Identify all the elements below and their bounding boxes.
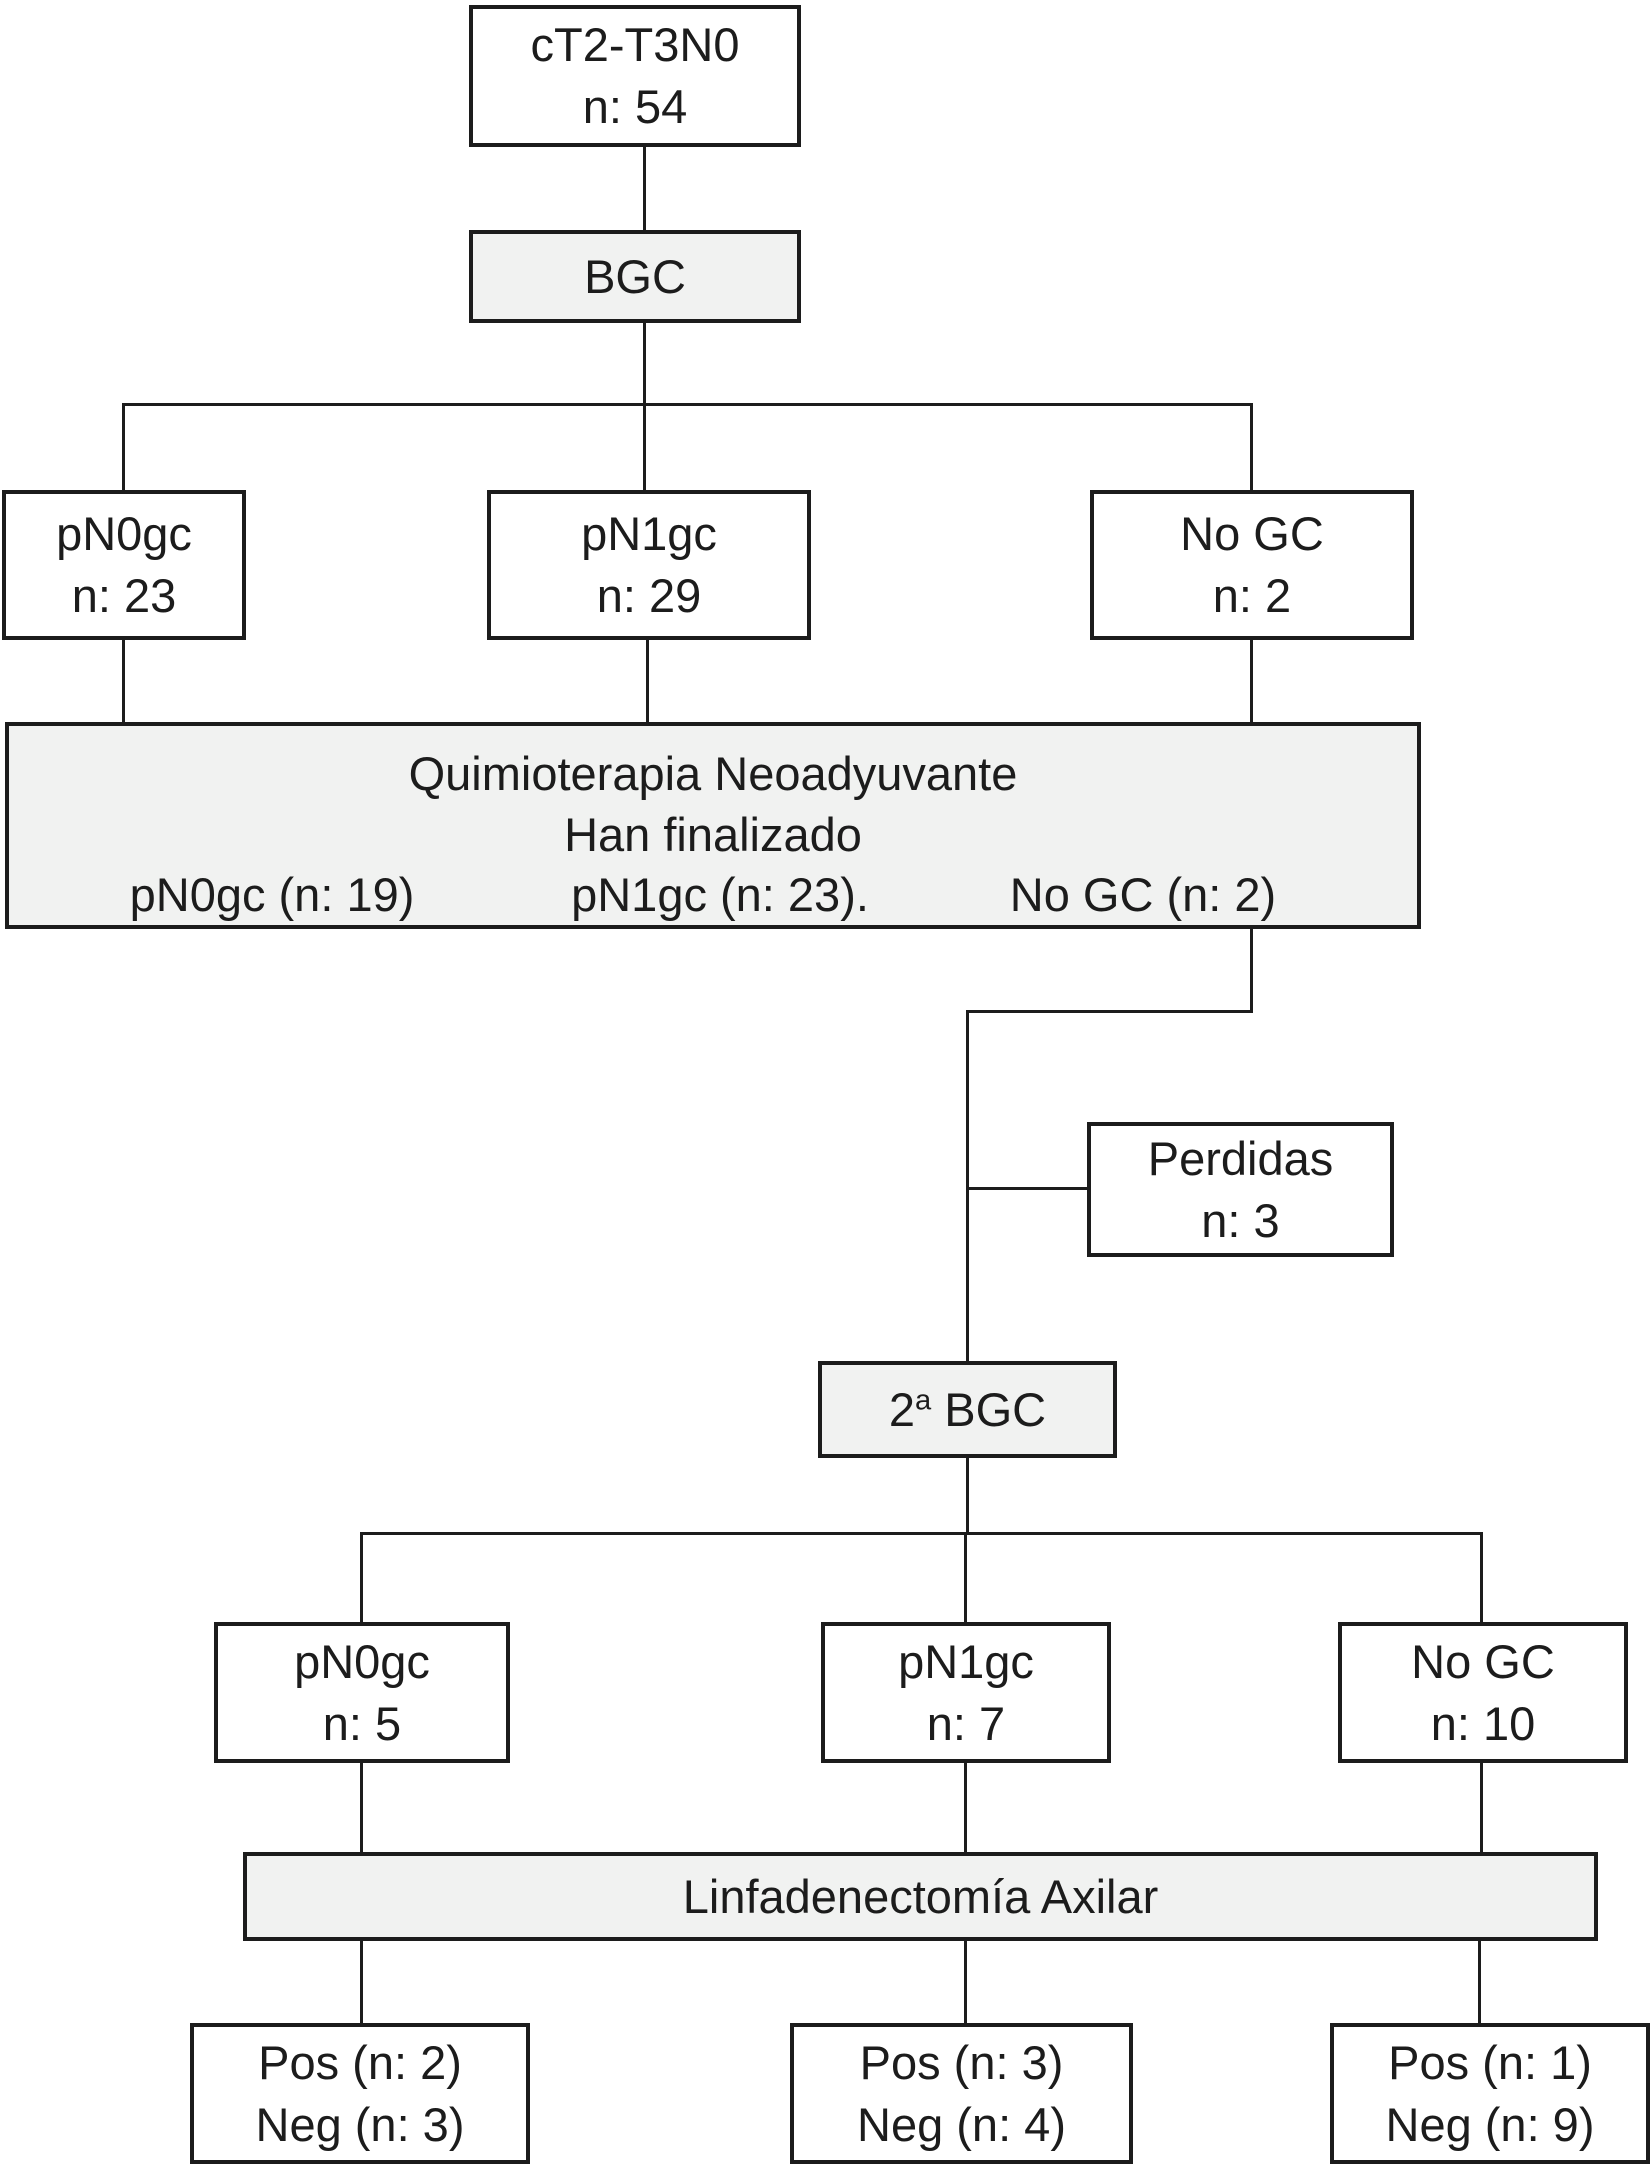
connector: [646, 639, 649, 722]
connector: [966, 1010, 1253, 1013]
result-pos: Pos (n: 1): [1388, 2035, 1592, 2089]
result-neg: Neg (n: 9): [1385, 2097, 1595, 2151]
node-count: n: 3: [1201, 1193, 1280, 1247]
node-count: n: 7: [926, 1696, 1006, 1750]
node-label: pN0gc: [294, 1634, 430, 1688]
connector: [964, 1762, 967, 1852]
connector: [964, 1940, 967, 2023]
node-label: cT2-T3N0: [530, 18, 740, 71]
chemo-item-pn1gc: pN1gc (n: 23).: [571, 868, 869, 921]
node-tier2-nogc: No GC n: 10: [1338, 1622, 1628, 1763]
connector: [1480, 1762, 1483, 1852]
node-result-pn1gc: Pos (n: 3) Neg (n: 4): [790, 2023, 1133, 2164]
node-label: pN1gc: [898, 1634, 1034, 1688]
connector: [966, 1010, 969, 1361]
chemo-subtitle: Han finalizado: [564, 808, 862, 861]
result-pos: Pos (n: 3): [859, 2035, 1064, 2089]
connector: [122, 639, 125, 722]
node-tier1-pn1gc: pN1gc n: 29: [487, 490, 811, 640]
connector: [1250, 639, 1253, 722]
connector: [1478, 1940, 1481, 2023]
connector: [360, 1940, 363, 2023]
node-tier2-pn1gc: pN1gc n: 7: [821, 1622, 1111, 1763]
node-label: BGC: [584, 249, 686, 303]
result-pos: Pos (n: 2): [258, 2035, 462, 2089]
node-label: No GC: [1411, 1634, 1555, 1688]
node-label: pN0gc: [56, 507, 192, 560]
node-label: Perdidas: [1147, 1131, 1334, 1185]
connector: [360, 1762, 363, 1852]
node-label: 2a BGC: [888, 1382, 1047, 1436]
node-count: n: 5: [322, 1696, 402, 1750]
chemo-item-pn0gc: pN0gc (n: 19): [129, 868, 415, 921]
connector: [643, 146, 646, 230]
node-count: n: 29: [596, 569, 702, 622]
node-count: n: 10: [1430, 1696, 1536, 1750]
node-tier1-pn0gc: pN0gc n: 23: [2, 490, 246, 640]
node-perdidas: Perdidas n: 3: [1087, 1122, 1394, 1257]
connector: [964, 1534, 967, 1622]
connector: [122, 405, 125, 490]
node-tier2-pn0gc: pN0gc n: 5: [214, 1622, 510, 1763]
node-label: No GC: [1180, 507, 1324, 560]
connector: [643, 322, 646, 404]
node-ct2-t3n0: cT2-T3N0 n: 54: [469, 5, 801, 147]
connector: [966, 1187, 1087, 1190]
node-label: pN1gc: [581, 507, 717, 560]
node-linfadenectomia: Linfadenectomía Axilar: [243, 1852, 1598, 1941]
chemo-title: Quimioterapia Neoadyuvante: [408, 747, 1018, 800]
node-result-pn0gc: Pos (n: 2) Neg (n: 3): [190, 2023, 530, 2164]
node-count: n: 23: [71, 569, 177, 622]
connector: [360, 1532, 1483, 1535]
connector: [1250, 928, 1253, 1012]
connector: [360, 1534, 363, 1622]
node-2a-bgc: 2a BGC: [818, 1361, 1117, 1458]
connector: [966, 1457, 969, 1533]
connector: [643, 405, 646, 490]
ordinal-superscript: a: [915, 1383, 932, 1416]
node-label: Linfadenectomía Axilar: [682, 1869, 1159, 1923]
result-neg: Neg (n: 4): [857, 2097, 1066, 2151]
connector: [1250, 405, 1253, 490]
node-result-nogc: Pos (n: 1) Neg (n: 9): [1330, 2023, 1650, 2164]
node-quimioterapia: Quimioterapia Neoadyuvante Han finalizad…: [5, 722, 1421, 929]
node-count: n: 2: [1212, 569, 1292, 622]
result-neg: Neg (n: 3): [255, 2097, 465, 2151]
node-tier1-nogc: No GC n: 2: [1090, 490, 1414, 640]
connector: [122, 403, 1253, 406]
connector: [1480, 1534, 1483, 1622]
node-bgc: BGC: [469, 230, 801, 323]
chemo-item-nogc: No GC (n: 2): [1009, 868, 1277, 921]
node-count: n: 54: [582, 80, 688, 133]
